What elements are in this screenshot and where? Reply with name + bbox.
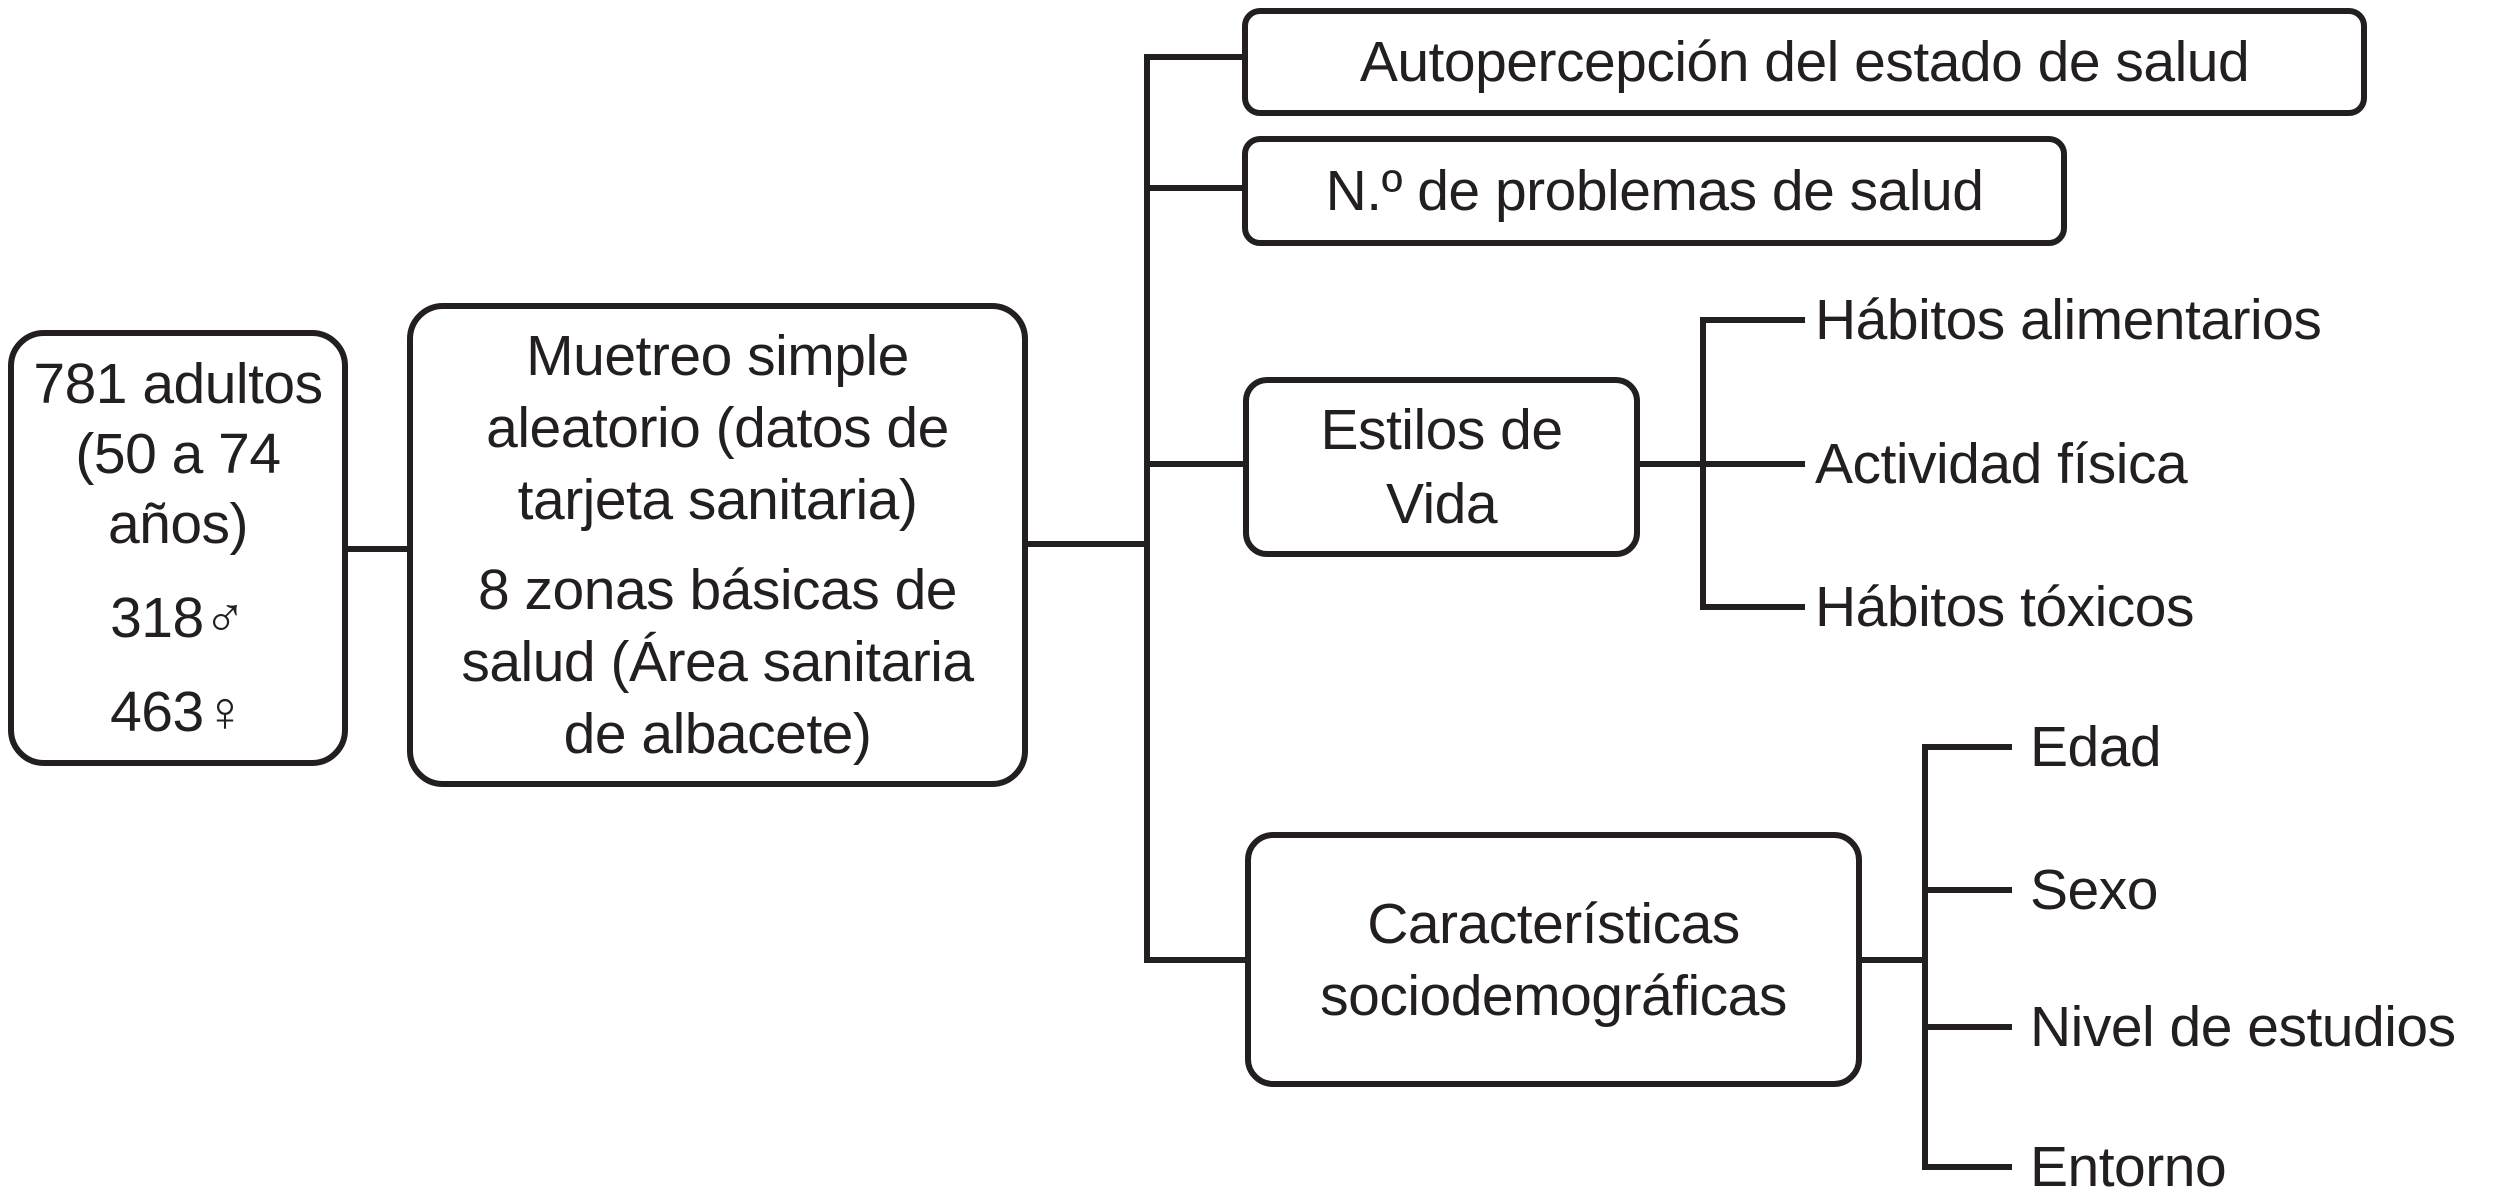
sociodemographic-trunk-line <box>1922 744 1928 1170</box>
lifestyles-box: Estilos de Vida <box>1243 377 1640 557</box>
lifestyles-line-2: Vida <box>1385 472 1498 536</box>
method-line-2: aleatorio (datos de <box>486 396 949 460</box>
method-line-3: tarjeta sanitaria) <box>517 468 918 532</box>
male-count: 318♂ <box>110 586 246 650</box>
health-problems-box: N.º de problemas de salud <box>1242 136 2067 246</box>
self-perception-box: Autopercepción del estado de salud <box>1242 8 2367 116</box>
health-problems-label: N.º de problemas de salud <box>1325 159 1984 223</box>
tick-entorno <box>1922 1164 2012 1170</box>
method-para2: 8 zonas básicas de salud (Área sanitaria… <box>461 554 974 770</box>
label-sexo: Sexo <box>2030 858 2158 922</box>
sample-line-2: (50 a 74 <box>75 422 281 486</box>
tick-habitos-alimentarios <box>1700 317 1805 323</box>
sociodemographic-box: Características sociodemográficas <box>1245 832 1862 1087</box>
self-perception-label: Autopercepción del estado de salud <box>1359 30 2250 94</box>
tick-sexo <box>1922 887 2012 893</box>
tick-edad <box>1922 744 2012 750</box>
female-count: 463♀ <box>110 680 246 744</box>
tick-actividad-fisica <box>1700 461 1805 467</box>
method-box: Muetreo simple aleatorio (datos de tarje… <box>407 303 1028 787</box>
method-line-6: de albacete) <box>563 702 872 766</box>
connector-sample-to-method <box>346 546 408 552</box>
sample-line-3: años) <box>107 492 249 556</box>
method-para1: Muetreo simple aleatorio (datos de tarje… <box>486 320 949 536</box>
sample-box: 781 adultos (50 a 74 años) 318♂ 463♀ <box>8 330 348 766</box>
sample-line-1: 781 adultos <box>33 352 323 416</box>
sociodemographic-line-1: Características <box>1367 891 1740 956</box>
connector-method-to-trunk <box>1028 541 1147 547</box>
connector-sociodemographic-to-children <box>1862 957 1925 963</box>
method-line-1: Muetreo simple <box>526 324 909 388</box>
branch-sociodemographic <box>1147 957 1248 963</box>
label-edad: Edad <box>2030 715 2162 779</box>
label-actividad-fisica: Actividad física <box>1815 432 2188 496</box>
lifestyles-line-1: Estilos de <box>1320 398 1563 462</box>
tick-nivel-estudios <box>1922 1024 2012 1030</box>
method-line-5: salud (Área sanitaria <box>461 630 974 694</box>
branch-lifestyles <box>1147 461 1246 467</box>
label-habitos-toxicos: Hábitos tóxicos <box>1815 575 2195 639</box>
label-entorno: Entorno <box>2030 1135 2227 1199</box>
connector-lifestyles-to-children <box>1637 461 1704 467</box>
branch-health-problems <box>1147 185 1242 191</box>
label-nivel-estudios: Nivel de estudios <box>2030 995 2456 1059</box>
main-trunk-line <box>1144 54 1150 963</box>
tick-habitos-toxicos <box>1700 604 1805 610</box>
label-habitos-alimentarios: Hábitos alimentarios <box>1815 288 2322 352</box>
sociodemographic-line-2: sociodemográficas <box>1320 963 1787 1028</box>
branch-self-perception <box>1147 54 1242 60</box>
method-line-4: 8 zonas básicas de <box>478 558 957 622</box>
